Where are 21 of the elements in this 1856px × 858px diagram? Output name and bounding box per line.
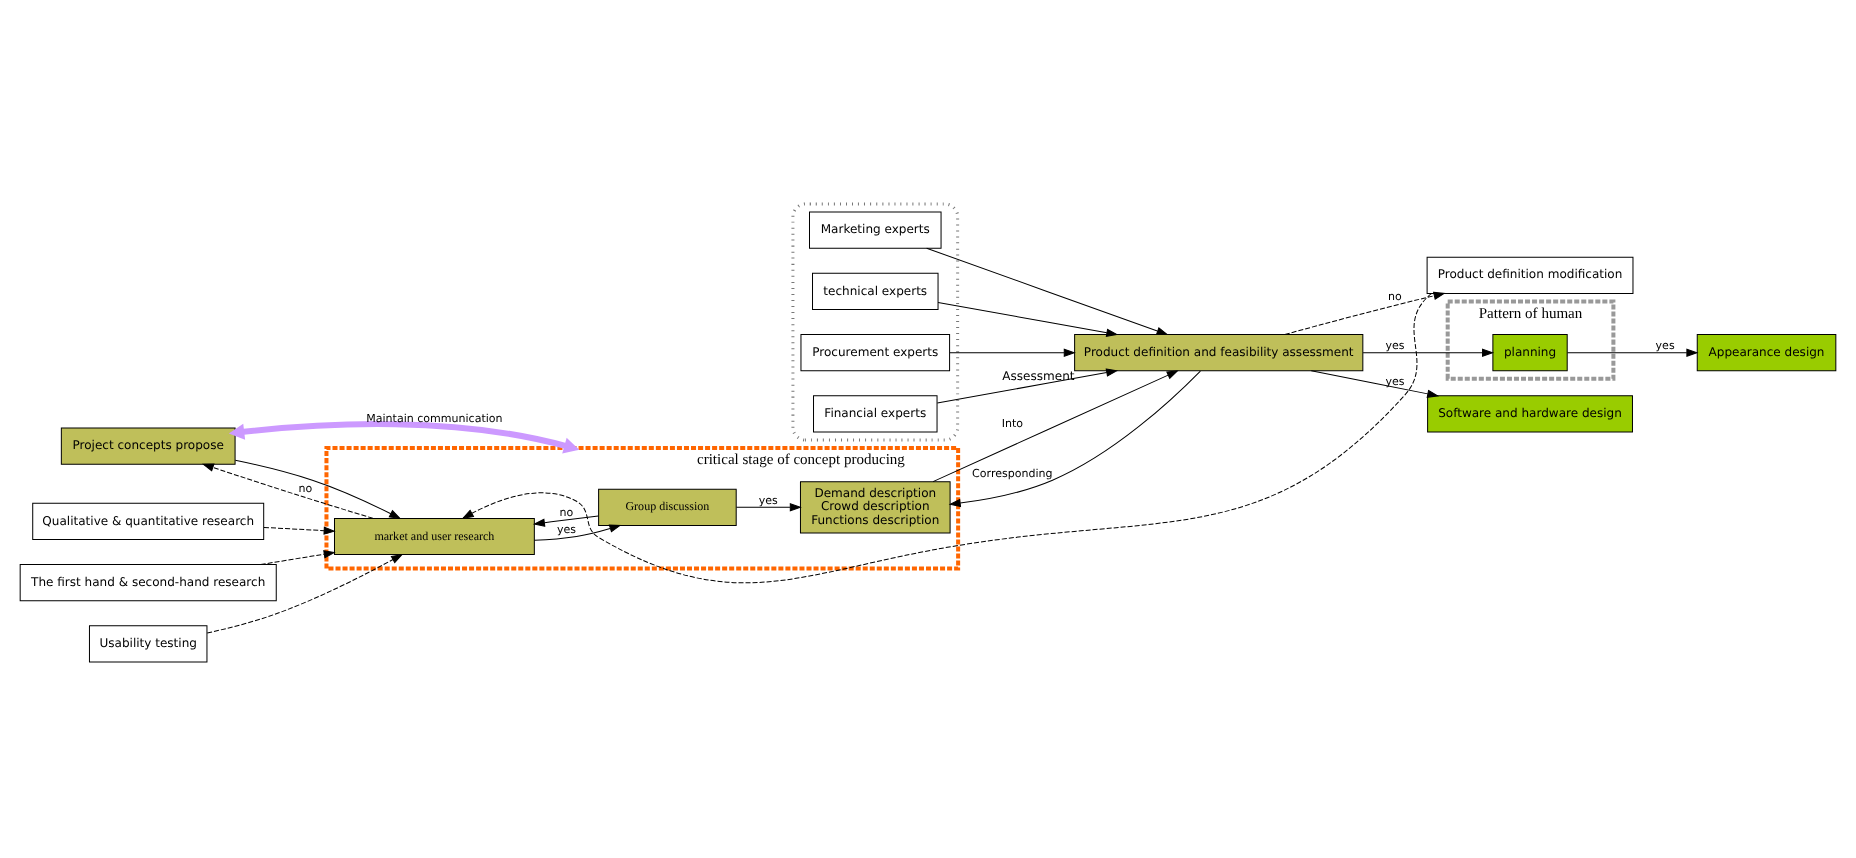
arrow	[937, 302, 1118, 337]
arrow	[228, 421, 580, 454]
arrow	[735, 503, 801, 512]
arrow	[1310, 370, 1439, 398]
arrow	[1362, 348, 1494, 357]
arrow	[949, 348, 1075, 357]
cluster	[791, 202, 960, 442]
arrow	[202, 463, 374, 519]
arrow	[206, 554, 403, 634]
arrow	[533, 515, 599, 527]
arrow	[260, 550, 335, 565]
arrow	[926, 247, 1168, 335]
arrow	[1566, 348, 1698, 357]
arrow	[936, 368, 1118, 404]
arrow	[533, 524, 621, 541]
arrow	[932, 370, 1178, 483]
arrow	[462, 293, 1433, 584]
arrow	[263, 526, 335, 535]
arrow	[949, 370, 1201, 508]
arrow	[1284, 291, 1445, 335]
arrow	[234, 459, 401, 519]
